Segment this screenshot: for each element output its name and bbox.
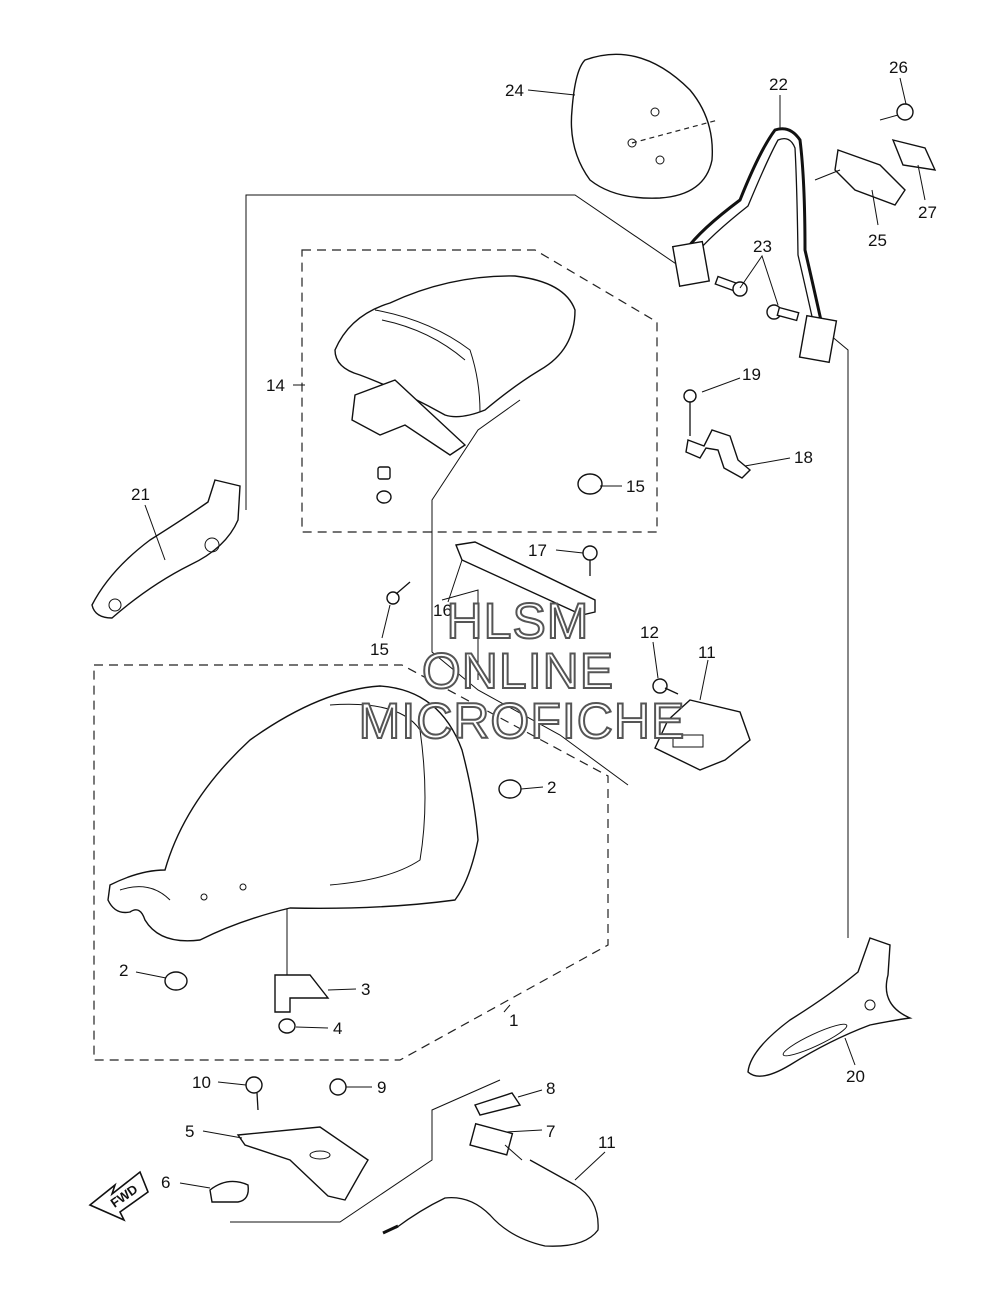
leader-11-line — [574, 1151, 606, 1181]
leader-12-16 — [431, 399, 629, 786]
leader-24-line — [739, 254, 779, 306]
part-label-21: 20 — [846, 1067, 865, 1086]
part-label-15: 15 — [626, 477, 645, 496]
leader-27-line — [899, 77, 907, 105]
bolt-18 — [582, 545, 598, 576]
part-label-23: 22 — [769, 75, 788, 94]
nut-rear-seat — [376, 466, 392, 504]
rubber-pad-28 — [891, 138, 937, 171]
part-label-20: 19 — [742, 365, 761, 384]
part-label-9: 9 — [377, 1078, 386, 1097]
pad-6 — [209, 1180, 249, 1203]
watermark-line-3: MICROFICHE — [359, 693, 686, 749]
part-label-26: 25 — [868, 231, 887, 250]
bracket-12 — [654, 699, 751, 771]
part-label-18: 17 — [528, 541, 547, 560]
bolt-20 — [683, 389, 697, 436]
leader-8-line — [517, 1089, 543, 1098]
part-label-28: 27 — [918, 203, 937, 222]
leader-19-line — [744, 457, 791, 467]
part-label-24: 23 — [753, 237, 772, 256]
watermark-line-2: ONLINE — [422, 643, 614, 699]
part-label-5: 5 — [185, 1122, 194, 1141]
left-side-cover — [91, 479, 241, 619]
part-label-25: 24 — [505, 81, 524, 100]
leader-7-line — [505, 1129, 543, 1133]
part-label-7: 7 — [546, 1122, 555, 1141]
leader-5-line — [202, 1130, 243, 1139]
leader-3-line — [327, 988, 357, 991]
leader-6-line — [179, 1182, 211, 1189]
bolt-24-right — [766, 304, 800, 322]
leader-22-line — [144, 504, 166, 561]
backrest-bar — [671, 127, 838, 364]
part-label-3: 3 — [361, 980, 370, 999]
fwd-arrow-icon: FWD — [88, 1170, 149, 1222]
part-label-10: 10 — [192, 1073, 211, 1092]
leader-12-line — [699, 659, 709, 701]
part-label-19: 18 — [794, 448, 813, 467]
bolt-24-left — [714, 275, 748, 297]
front-seat-assembly-box — [93, 664, 609, 1061]
bolt-27 — [879, 103, 914, 121]
plate-8 — [474, 1092, 522, 1116]
grommet-2-upper — [498, 779, 522, 799]
leader-20-line — [701, 377, 741, 393]
nut-4 — [278, 1018, 296, 1034]
leader-1-line — [503, 1004, 511, 1013]
part-label-27: 26 — [889, 58, 908, 77]
leader-4-line — [295, 1026, 329, 1029]
cable-11 — [382, 1159, 599, 1247]
backrest-pad — [570, 53, 719, 199]
grommet-15 — [577, 473, 603, 495]
leader-18-line — [555, 549, 584, 554]
bolt-10 — [245, 1076, 263, 1111]
leader-21-23 — [829, 334, 849, 938]
leader-10-line — [217, 1081, 247, 1086]
leader-25-line — [527, 89, 576, 96]
leader-5-8 — [230, 1079, 501, 1223]
part-label-2-lower: 2 — [119, 961, 128, 980]
part-label-12: 11 — [698, 643, 716, 662]
leader-16-line — [381, 604, 391, 639]
grommet-2-lower — [164, 971, 188, 991]
leader-21-line — [844, 1037, 856, 1066]
part-label-4: 4 — [333, 1019, 342, 1038]
mount-bracket — [814, 149, 906, 206]
leader-28-line — [917, 164, 926, 201]
part-label-13: 12 — [640, 623, 659, 642]
part-label-14: 14 — [266, 376, 285, 395]
bolt-16 — [386, 581, 411, 605]
leader-13-line — [652, 641, 659, 679]
part-label-1: 1 — [509, 1011, 518, 1030]
watermark: HLSM ONLINE MICROFICHE — [358, 592, 686, 750]
part-label-16: 15 — [370, 640, 389, 659]
part-label-17: 16 — [433, 601, 452, 620]
part-label-8: 8 — [546, 1079, 555, 1098]
part-label-22: 21 — [131, 485, 150, 504]
leader-2b-line — [135, 971, 167, 979]
leader-26-line — [871, 189, 879, 226]
leader-17 — [441, 589, 479, 680]
leader-17-line — [447, 559, 463, 603]
bracket-3 — [274, 974, 330, 1013]
leader-2a-line — [520, 786, 544, 790]
nut-9 — [329, 1078, 347, 1096]
mounting-plate-5 — [236, 1126, 369, 1201]
strap-bracket-19 — [685, 429, 752, 479]
rear-seat — [334, 275, 576, 456]
watermark-line-1: HLSM — [447, 593, 590, 649]
part-label-11: 11 — [598, 1133, 616, 1152]
right-side-cover — [747, 937, 913, 1077]
seat-lock-7 — [469, 1122, 523, 1161]
front-seat — [107, 685, 479, 942]
bolt-13 — [652, 678, 679, 695]
part-label-6: 6 — [161, 1173, 170, 1192]
leader-22-25 — [245, 194, 686, 510]
part-label-2-upper: 2 — [547, 778, 556, 797]
